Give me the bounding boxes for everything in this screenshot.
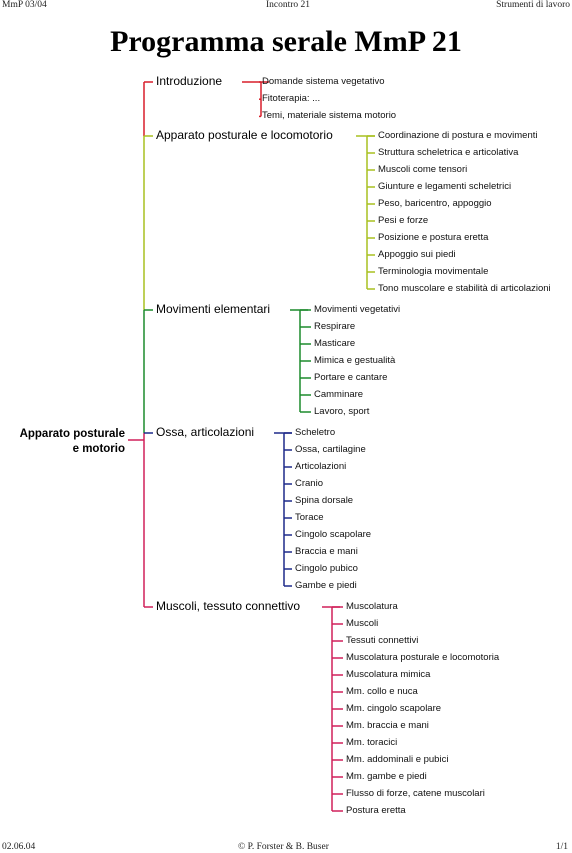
root-label-line2: e motorio: [72, 443, 125, 455]
leaf-item: Mm. collo e nuca: [346, 686, 418, 697]
header-center: Incontro 21: [266, 0, 311, 10]
leaf-item: Lavoro, sport: [314, 406, 370, 417]
root-label-line1: Apparato posturale: [19, 428, 125, 440]
leaf-item: Struttura scheletrica e articolativa: [378, 147, 519, 158]
branch-label-4: Ossa, articolazioni: [156, 425, 255, 439]
footer-page-number: 1/1: [555, 842, 568, 852]
leaf-item: Muscolatura: [346, 601, 398, 612]
leaf-item: Temi, materiale sistema motorio: [262, 110, 397, 122]
leaf-item: Mm. addominali e pubici: [346, 754, 449, 765]
leaf-item: Mm. braccia e mani: [346, 720, 429, 731]
leaf-item: Domande sistema vegetativo: [262, 76, 385, 87]
leaf-item: Gambe e piedi: [295, 580, 357, 591]
header-left: MmP 03/04: [2, 0, 47, 10]
leaf-item: Terminologia movimentale: [378, 266, 489, 277]
leaf-item: Fitoterapia: ...: [262, 93, 321, 105]
leaf-item: Cingolo scapolare: [295, 529, 372, 540]
leaf-item: Muscoli: [346, 618, 379, 629]
branch-label-3: Movimenti elementari: [156, 302, 271, 316]
leaf-item: Coordinazione di postura e movimenti: [378, 130, 538, 141]
leaf-item: Muscoli come tensori: [378, 164, 468, 175]
leaf-item: Spina dorsale: [295, 495, 354, 506]
leaf-item: Tono muscolare e stabilità di articolazi…: [378, 283, 551, 294]
branch-label-2: Apparato posturale e locomotorio: [156, 128, 333, 142]
footer-copyright: © P. Forster & B. Buser: [238, 842, 329, 852]
leaf-item: Masticare: [314, 338, 356, 349]
leaf-item: Articolazioni: [295, 461, 347, 472]
page-title: Programma serale MmP 21: [110, 25, 462, 58]
leaf-item: Postura eretta: [346, 805, 406, 816]
header-right: Strumenti di lavoro: [496, 0, 570, 10]
leaf-item: Giunture e legamenti scheletrici: [378, 181, 512, 192]
leaf-item: Mm. gambe e piedi: [346, 771, 427, 782]
leaf-item: Portare e cantare: [314, 372, 388, 383]
leaf-item: Mm. toracici: [346, 737, 398, 748]
leaf-item: Braccia e mani: [295, 546, 358, 557]
leaf-item: Flusso di forze, catene muscolari: [346, 788, 485, 799]
leaf-item: Camminare: [314, 389, 364, 400]
leaf-item: Peso, baricentro, appoggio: [378, 198, 492, 209]
leaf-item: Cranio: [295, 478, 323, 489]
branch-label-1: Introduzione: [156, 74, 223, 88]
leaf-item: Cingolo pubico: [295, 563, 358, 574]
leaf-item: Torace: [295, 512, 324, 523]
leaf-item: Ossa, cartilagine: [295, 444, 366, 455]
leaf-item: Scheletro: [295, 427, 336, 438]
leaf-item: Respirare: [314, 321, 356, 332]
leaf-item: Appoggio sui piedi: [378, 249, 456, 260]
branch-label-5: Muscoli, tessuto connettivo: [156, 599, 301, 613]
leaf-item: Mm. cingolo scapolare: [346, 703, 442, 714]
leaf-item: Muscolatura posturale e locomotoria: [346, 652, 500, 663]
leaf-item: Pesi e forze: [378, 215, 429, 226]
root-node-label: Apparato posturale e motorio: [20, 427, 125, 457]
leaf-item: Muscolatura mimica: [346, 669, 431, 680]
leaf-item: Tessuti connettivi: [346, 635, 419, 646]
footer-date: 02.06.04: [2, 842, 36, 852]
leaf-item: Mimica e gestualità: [314, 355, 396, 366]
leaf-item: Movimenti vegetativi: [314, 304, 401, 315]
leaf-item: Posizione e postura eretta: [378, 232, 489, 243]
